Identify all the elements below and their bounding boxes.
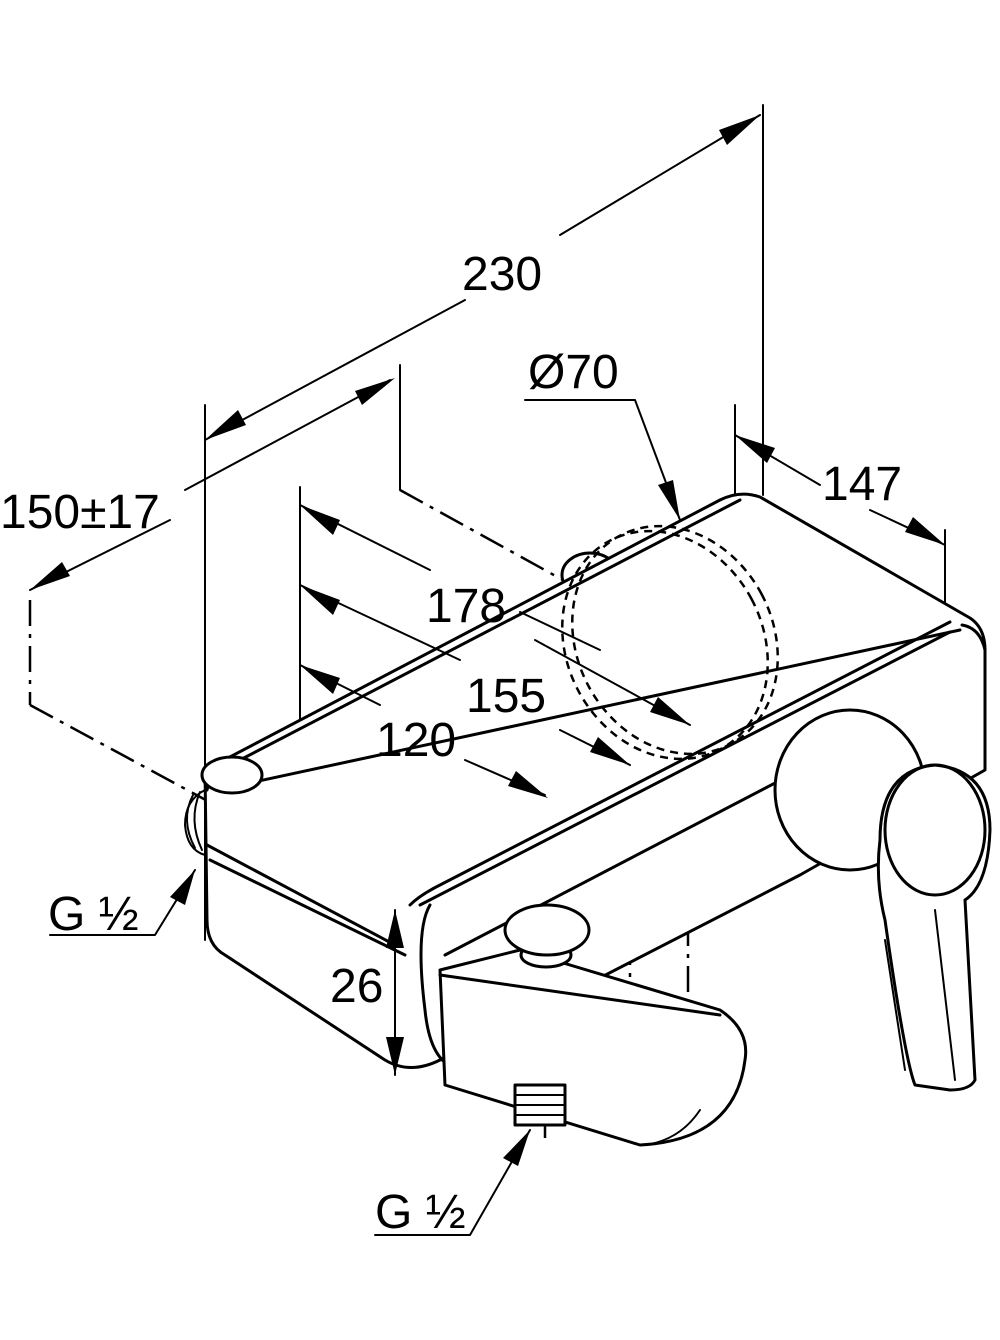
label-230: 230 [462, 248, 542, 301]
label-26: 26 [330, 960, 383, 1013]
spout [438, 903, 748, 1147]
lever [876, 763, 992, 1092]
dimension-labels: 230 150±17 Ø70 147 178 155 120 26 G ½ G … [0, 248, 902, 1239]
dimension-lines [29, 114, 946, 1236]
label-155: 155 [466, 670, 546, 723]
rosette-outline [561, 524, 779, 761]
dim-230-left [204, 299, 466, 441]
label-147: 147 [822, 458, 902, 511]
lever-handle [773, 708, 992, 1092]
diverter-knob [503, 903, 591, 957]
label-178: 178 [426, 580, 506, 633]
g12-outlet-leader [374, 1129, 531, 1236]
label-diameter-70: Ø70 [528, 346, 619, 399]
left-inlet-thread [200, 755, 264, 795]
dim-150-right [184, 379, 391, 491]
label-g12-inlet: G ½ [48, 888, 139, 941]
label-150: 150±17 [0, 486, 160, 539]
label-g12-outlet: G ½ [375, 1186, 466, 1239]
dim-70-leader [524, 399, 681, 521]
label-120: 120 [376, 714, 456, 767]
